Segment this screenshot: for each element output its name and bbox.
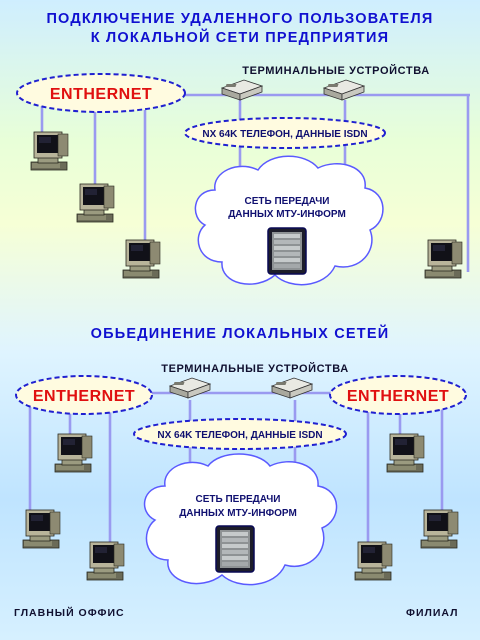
section1-terminals-label: ТЕРМИНАЛЬНЫЕ УСТРОЙСТВА bbox=[242, 64, 430, 77]
branch-label: ФИЛИАЛ bbox=[406, 607, 459, 619]
section1-network-cloud: СЕТЬ ПЕРЕДАЧИ ДАННЫХ МТУ-ИНФОРМ bbox=[194, 155, 384, 286]
computer-icon bbox=[354, 541, 393, 581]
computer-icon bbox=[122, 239, 161, 279]
section2-isdn-label: NX 64K ТЕЛЕФОН, ДАННЫЕ ISDN bbox=[157, 430, 322, 441]
section1-isdn-label: NX 64K ТЕЛЕФОН, ДАННЫЕ ISDN bbox=[202, 129, 367, 140]
section2-ethernet-right-label: ENTHERNET bbox=[347, 388, 449, 405]
terminal-device-icon bbox=[169, 377, 211, 399]
server-rack-icon bbox=[267, 227, 307, 275]
computer-icon bbox=[76, 183, 115, 223]
section2-title: ОБЬЕДИНЕНИЕ ЛОКАЛЬНЫХ СЕТЕЙ bbox=[91, 324, 390, 342]
computer-icon bbox=[54, 433, 93, 473]
computer-icon bbox=[420, 509, 459, 549]
terminal-device-icon bbox=[323, 79, 365, 101]
section1-cloud-label-line2: ДАННЫХ МТУ-ИНФОРМ bbox=[228, 209, 346, 220]
section1-ethernet-label: ENTHERNET bbox=[50, 86, 152, 103]
section2-ethernet-left-label: ENTHERNET bbox=[33, 388, 135, 405]
section2-network-cloud: СЕТЬ ПЕРЕДАЧИ ДАННЫХ МТУ-ИНФОРМ bbox=[143, 453, 338, 586]
section1-cloud-label-line1: СЕТЬ ПЕРЕДАЧИ bbox=[245, 196, 330, 207]
section2-isdn-link: NX 64K ТЕЛЕФОН, ДАННЫЕ ISDN bbox=[133, 418, 347, 450]
section1-title-line1: ПОДКЛЮЧЕНИЕ УДАЛЕННОГО ПОЛЬЗОВАТЕЛЯ bbox=[46, 11, 433, 27]
computer-icon bbox=[424, 239, 463, 279]
server-rack-icon bbox=[215, 525, 255, 573]
section2-ethernet-lan-main: ENTHERNET bbox=[15, 375, 153, 415]
section2-cloud-label-line2: ДАННЫХ МТУ-ИНФОРМ bbox=[179, 508, 297, 519]
computer-icon bbox=[386, 433, 425, 473]
section1-title-line2: К ЛОКАЛЬНОЙ СЕТИ ПРЕДПРИЯТИЯ bbox=[91, 28, 389, 46]
terminal-device-icon bbox=[271, 377, 313, 399]
terminal-device-icon bbox=[221, 79, 263, 101]
section2-ethernet-lan-branch: ENTHERNET bbox=[329, 375, 467, 415]
computer-icon bbox=[22, 509, 61, 549]
computer-icon bbox=[30, 131, 69, 171]
section1-ethernet-lan: ENTHERNET bbox=[16, 73, 186, 113]
main-office-label: ГЛАВНЫЙ ОФФИС bbox=[14, 606, 125, 619]
section2-cloud-label-line1: СЕТЬ ПЕРЕДАЧИ bbox=[196, 494, 281, 505]
section1-isdn-link: NX 64K ТЕЛЕФОН, ДАННЫЕ ISDN bbox=[184, 117, 386, 149]
section2-terminals-label: ТЕРМИНАЛЬНЫЕ УСТРОЙСТВА bbox=[161, 362, 349, 375]
computer-icon bbox=[86, 541, 125, 581]
